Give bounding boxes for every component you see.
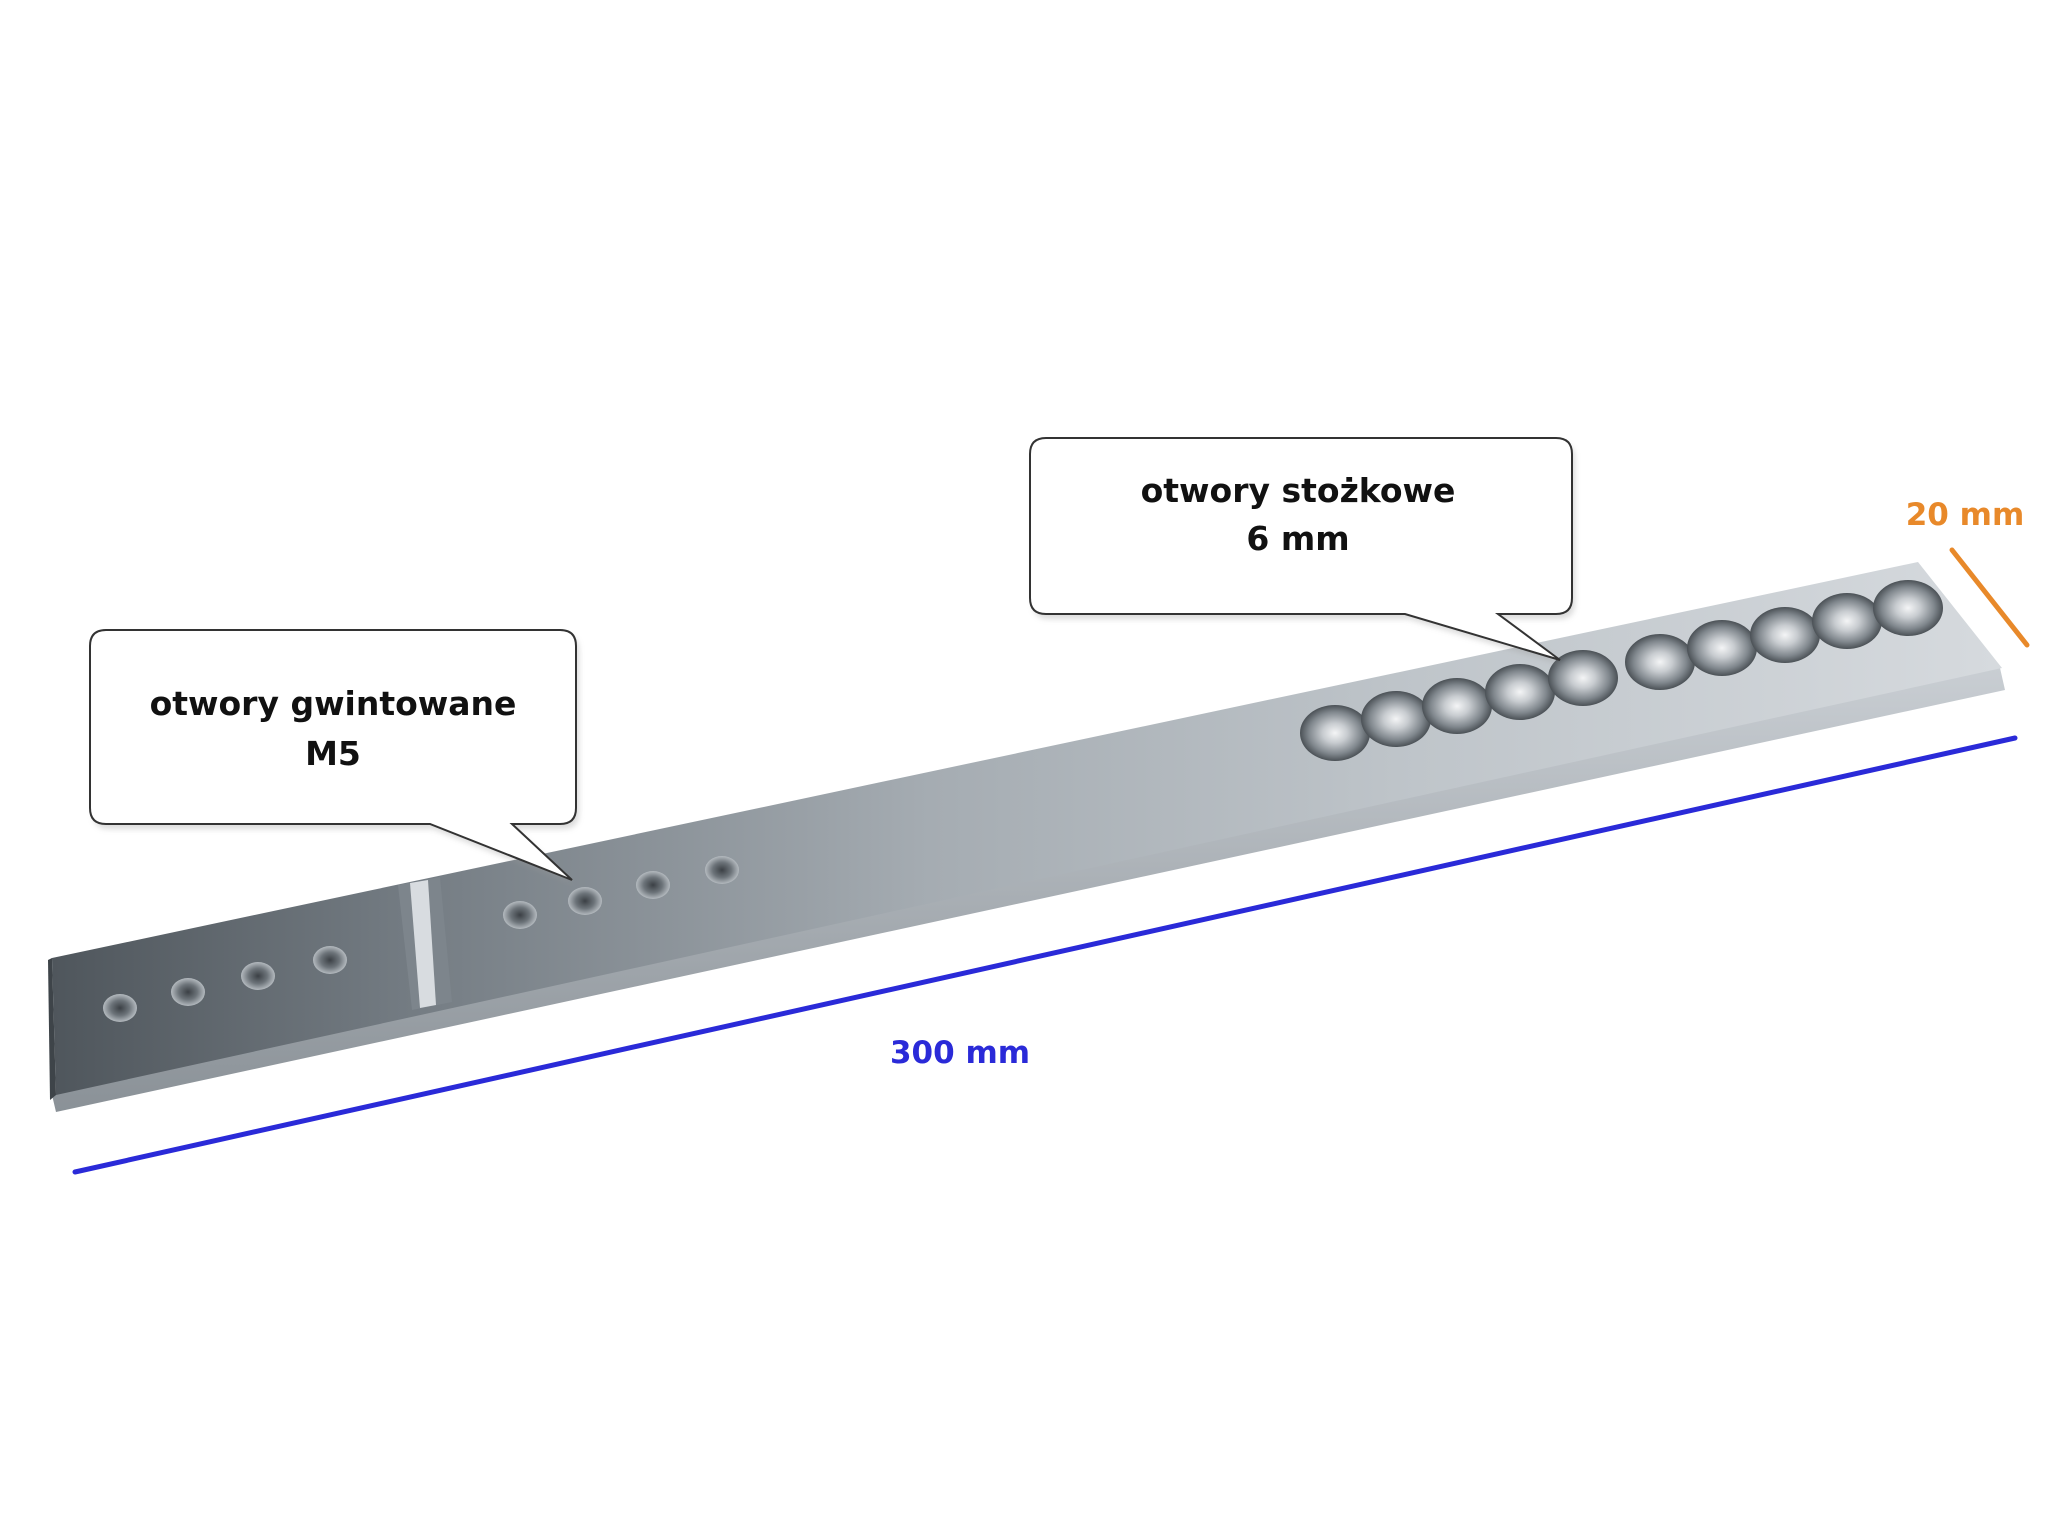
callout-line-2: M5 (305, 734, 361, 773)
countersunk-hole (1485, 664, 1555, 720)
length-dimension-line (72, 735, 2018, 1175)
countersunk-hole (1422, 678, 1492, 734)
callout-line-1: otwory gwintowane (150, 684, 517, 723)
threaded-holes-callout: otwory gwintowane M5 (89, 629, 579, 885)
countersunk-hole (1873, 580, 1943, 636)
callout-bubble (1029, 437, 1573, 661)
bar-notch-highlight (410, 880, 436, 1008)
width-dimension-label: 20 mm (1906, 497, 2025, 533)
bar-side-face (52, 668, 2005, 1112)
countersunk-hole (1300, 705, 1370, 761)
threaded-hole (568, 887, 602, 915)
threaded-hole (171, 978, 205, 1006)
countersunk-hole (1687, 620, 1757, 676)
bar-end-face (48, 958, 56, 1100)
threaded-hole (636, 871, 670, 899)
countersunk-hole (1361, 691, 1431, 747)
threaded-hole (313, 946, 347, 974)
threaded-holes (103, 856, 739, 1022)
width-dimension-line (1949, 547, 2030, 648)
countersunk-hole (1625, 634, 1695, 690)
countersunk-hole (1750, 607, 1820, 663)
threaded-hole (705, 856, 739, 884)
threaded-hole (103, 994, 137, 1022)
length-dimension-label: 300 mm (890, 1035, 1030, 1071)
callout-line-2: 6 mm (1246, 519, 1349, 558)
threaded-hole (241, 962, 275, 990)
callout-bubble (89, 629, 577, 881)
threaded-hole (503, 901, 537, 929)
countersunk-hole (1548, 650, 1618, 706)
countersunk-holes (1300, 580, 1943, 761)
callout-line-1: otwory stożkowe (1141, 471, 1456, 510)
countersunk-holes-callout: otwory stożkowe 6 mm (1029, 437, 1575, 665)
countersunk-hole (1812, 593, 1882, 649)
